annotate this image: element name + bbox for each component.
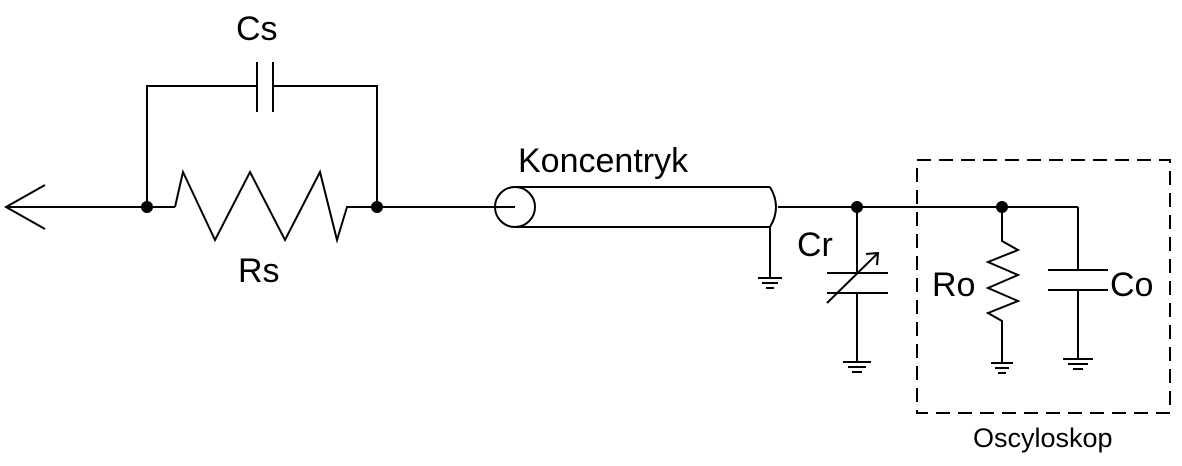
resistor-rs [174, 168, 377, 244]
ground-icon [1063, 358, 1093, 370]
label-oscilloscope: Oscyloskop [973, 423, 1113, 453]
label-ro: Ro [932, 266, 975, 304]
label-rs: Rs [238, 252, 280, 290]
variable-arrow-head [865, 251, 880, 266]
coax-end-cap [769, 186, 777, 228]
oscilloscope-box [916, 159, 1171, 414]
variable-arrow-icon [826, 252, 879, 304]
ground-icon [991, 362, 1013, 374]
label-cr: Cr [797, 226, 833, 264]
wire-cs-right [273, 85, 378, 207]
ground-icon [843, 361, 871, 373]
label-cs: Cs [236, 10, 278, 48]
label-co: Co [1110, 266, 1153, 304]
ground-icon [758, 277, 782, 289]
resistor-ro [985, 207, 1021, 363]
label-coax: Koncentryk [518, 142, 689, 180]
wire-cs [146, 85, 257, 207]
